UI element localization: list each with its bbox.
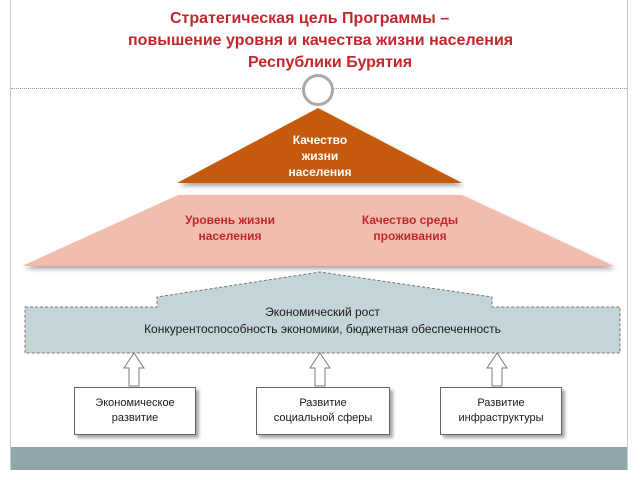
title-line-3: Республики Бурятия xyxy=(248,54,413,71)
bottom-band xyxy=(11,447,627,470)
base-block xyxy=(24,271,621,354)
arrow-left xyxy=(123,352,145,387)
box-3-line-2: инфраструктуры xyxy=(458,412,544,424)
box-infrastructure-development: Развитие инфраструктуры xyxy=(440,387,562,435)
apex-triangle xyxy=(177,108,462,183)
base-label: Экономический рост Конкурентоспособность… xyxy=(25,304,620,338)
middle-right-line-1: Качество среды xyxy=(361,213,459,227)
middle-right-label: Качество среды проживания xyxy=(340,212,480,244)
slide-frame xyxy=(10,0,628,470)
box-3-line-1: Развитие xyxy=(477,397,525,409)
box-economic-development: Экономическое развитие xyxy=(74,387,196,435)
middle-right-line-2: проживания xyxy=(373,229,447,243)
box-social-development: Развитие социальной сферы xyxy=(256,387,390,435)
apex-label-line-3: населения xyxy=(288,165,352,179)
title-line-1: Стратегическая цель Программы – xyxy=(170,10,450,27)
box-1-line-2: развитие xyxy=(111,412,159,424)
apex-label-line-2: жизни xyxy=(301,149,339,163)
title-line-2: повышение уровня и качества жизни населе… xyxy=(128,32,514,49)
connector-circle xyxy=(302,74,334,106)
middle-trapezoid xyxy=(22,195,614,266)
middle-left-label: Уровень жизни населения xyxy=(160,212,300,244)
apex-label-line-1: Качество xyxy=(292,133,348,147)
arrow-center xyxy=(309,352,331,387)
box-2-line-2: социальной сферы xyxy=(273,412,373,424)
arrow-right xyxy=(486,352,508,387)
box-2-line-1: Развитие xyxy=(299,397,347,409)
middle-left-line-2: населения xyxy=(198,229,262,243)
box-1-line-1: Экономическое xyxy=(95,397,175,409)
middle-left-line-1: Уровень жизни xyxy=(185,213,275,227)
apex-label: Качество жизни населения xyxy=(268,132,372,180)
base-label-line-2: Конкурентоспособность экономики, бюджетн… xyxy=(144,322,501,336)
base-label-line-1: Экономический рост xyxy=(265,305,380,319)
